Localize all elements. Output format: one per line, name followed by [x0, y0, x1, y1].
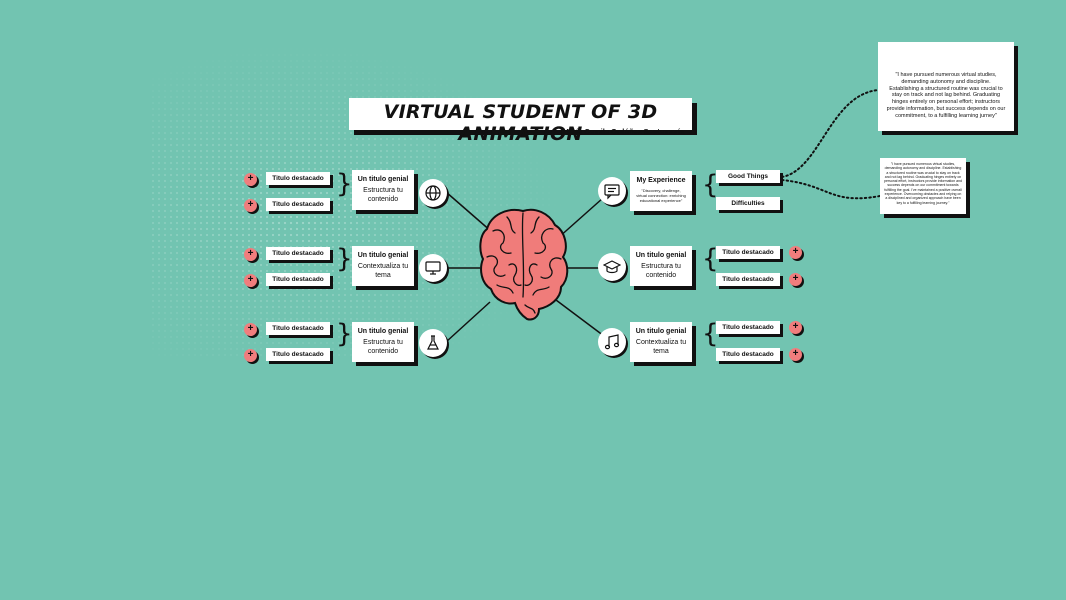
topic-card-left-2[interactable]: Un titulo genial Contextualiza tu tema — [352, 246, 414, 286]
tag-good-things[interactable]: Good Things — [716, 170, 780, 183]
tag-titulo-destacado[interactable]: Titulo destacado — [716, 348, 780, 361]
monitor-icon[interactable] — [419, 254, 447, 282]
expand-plus-button[interactable]: + — [244, 349, 257, 362]
expand-plus-button[interactable]: + — [244, 199, 257, 212]
brace-divider: { — [702, 319, 719, 349]
brace-divider: } — [336, 169, 353, 199]
tag-titulo-destacado[interactable]: Titulo destacado — [266, 273, 330, 286]
tag-titulo-destacado[interactable]: Titulo destacado — [266, 322, 330, 335]
tag-titulo-destacado[interactable]: Titulo destacado — [266, 172, 330, 185]
card-body: Estructura tu contenido — [641, 263, 681, 279]
quote-text: "I have pursued numerous virtual studies… — [884, 162, 962, 205]
tag-titulo-destacado[interactable]: Titulo destacado — [266, 198, 330, 211]
brace-divider: } — [336, 319, 353, 349]
author-name: María Camila Ordóñez Santamaría — [562, 127, 684, 136]
graduation-cap-icon[interactable] — [598, 253, 626, 281]
expand-plus-button[interactable]: + — [789, 273, 802, 286]
music-note-icon[interactable] — [598, 328, 626, 356]
brace-divider: { — [702, 170, 719, 200]
card-heading: My Experience — [636, 177, 686, 184]
topic-card-right-3[interactable]: Un titulo genial Contextualiza tu tema — [630, 322, 692, 362]
brain-illustration — [479, 208, 569, 321]
card-body: Estructura tu contenido — [363, 339, 403, 355]
topic-card-left-3[interactable]: Un titulo genial Estructura tu contenido — [352, 322, 414, 362]
card-heading: Un titulo genial — [635, 328, 687, 335]
expand-plus-button[interactable]: + — [244, 323, 257, 336]
expand-plus-button[interactable]: + — [789, 246, 802, 259]
topic-card-my-experience[interactable]: My Experience "Discovery, challenge, vir… — [630, 171, 692, 211]
page-title: VIRTUAL STUDENT OF 3D ANIMATION — [383, 101, 658, 145]
card-heading: Un titulo genial — [635, 252, 687, 259]
expand-plus-button[interactable]: + — [244, 248, 257, 261]
card-body: "Discovery, challenge, virtual connectio… — [636, 188, 686, 203]
expand-plus-button[interactable]: + — [789, 348, 802, 361]
tag-titulo-destacado[interactable]: Titulo destacado — [716, 273, 780, 286]
card-body: Contextualiza tu tema — [357, 263, 409, 279]
expand-plus-button[interactable]: + — [789, 321, 802, 334]
card-heading: Un titulo genial — [357, 328, 409, 335]
expand-plus-button[interactable]: + — [244, 173, 257, 186]
brace-divider: { — [702, 244, 719, 274]
tag-titulo-destacado[interactable]: Titulo destacado — [716, 246, 780, 259]
quote-card-good-things[interactable]: "I have pursued numerous virtual studies… — [878, 42, 1014, 131]
chat-icon[interactable] — [598, 177, 626, 205]
brace-divider: } — [336, 244, 353, 274]
quote-text: "I have pursued numerous virtual studies… — [886, 72, 1006, 119]
card-body: Contextualiza tu tema — [635, 339, 687, 355]
tag-titulo-destacado[interactable]: Titulo destacado — [716, 321, 780, 334]
flask-icon[interactable] — [419, 329, 447, 357]
tag-titulo-destacado[interactable]: Titulo destacado — [266, 348, 330, 361]
tag-titulo-destacado[interactable]: Titulo destacado — [266, 247, 330, 260]
card-heading: Un titulo genial — [357, 176, 409, 183]
expand-plus-button[interactable]: + — [244, 274, 257, 287]
topic-card-left-1[interactable]: Un titulo genial Estructura tu contenido — [352, 170, 414, 210]
globe-icon[interactable] — [419, 179, 447, 207]
topic-card-right-2[interactable]: Un titulo genial Estructura tu contenido — [630, 246, 692, 286]
title-banner: VIRTUAL STUDENT OF 3D ANIMATION María Ca… — [349, 98, 692, 145]
quote-card-difficulties[interactable]: "I have pursued numerous virtual studies… — [880, 158, 966, 214]
card-body: Estructura tu contenido — [363, 187, 403, 203]
card-heading: Un titulo genial — [357, 252, 409, 259]
tag-difficulties[interactable]: Difficulties — [716, 197, 780, 210]
